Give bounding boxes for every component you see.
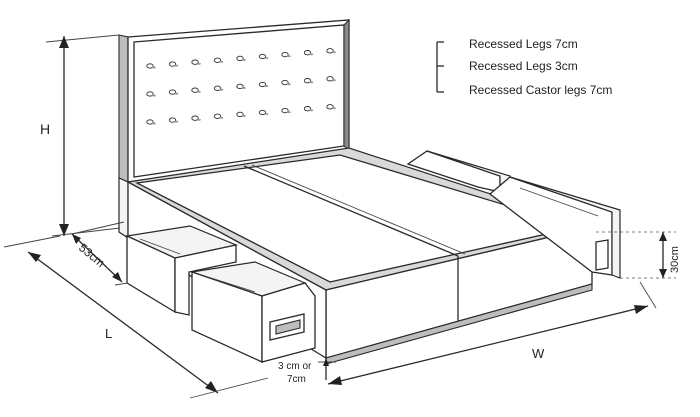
tuft-shadow (264, 113, 269, 115)
tuft-shadow (219, 116, 224, 119)
tuft-shadow (242, 114, 246, 117)
tuft-button (168, 89, 177, 95)
tuft-shadow (197, 118, 201, 121)
width-label: W (532, 346, 545, 361)
leg-height-dimension: 3 cm or 7cm (278, 358, 336, 385)
tuft-button (236, 55, 244, 62)
base-height-label: 30cm (669, 246, 681, 273)
tuft-button (191, 87, 199, 93)
width-dimension: W (327, 281, 657, 385)
tuft-shadow (152, 94, 156, 97)
tuft-shadow (332, 107, 336, 110)
tuft-button (303, 50, 312, 56)
tuft-shadow (264, 57, 269, 59)
left-drawer-front (191, 261, 316, 364)
tuft-shadow (309, 81, 314, 84)
tuft-button (213, 85, 222, 91)
tuft-button (236, 111, 244, 118)
tuft-shadow (309, 53, 314, 56)
tuft-button (281, 79, 289, 86)
tuft-shadow (197, 62, 201, 65)
tuft-shadow (264, 85, 269, 87)
leg-height-line1: 3 cm or (278, 361, 312, 372)
tuft-button (281, 51, 289, 58)
tuft-button (326, 104, 334, 110)
tuft-shadow (174, 120, 179, 123)
tuft-button (146, 91, 154, 97)
tuft-shadow (309, 109, 314, 112)
tuft-shadow (287, 111, 291, 114)
tuft-button (303, 78, 312, 84)
tuft-shadow (197, 90, 201, 93)
right-drawer-front (488, 176, 621, 279)
tuft-shadow (332, 51, 336, 54)
tuft-shadow (287, 83, 291, 86)
tuft-button (236, 83, 244, 90)
tuft-button (191, 59, 199, 65)
drawer-depth-label: 53cm (76, 241, 107, 271)
tuft-button (303, 106, 312, 112)
tuft-shadow (152, 122, 156, 125)
headboard-buttons (146, 48, 336, 125)
tuft-button (146, 63, 154, 69)
tuft-shadow (287, 55, 291, 58)
tuft-button (258, 109, 267, 116)
legend-item-legs-7cm: Recessed Legs 7cm (469, 37, 578, 51)
length-label: L (105, 326, 112, 341)
legend-item-legs-3cm: Recessed Legs 3cm (469, 59, 578, 73)
height-dimension: H (40, 34, 121, 237)
tuft-button (326, 76, 334, 82)
length-dimension: L (3, 235, 269, 399)
leg-options-legend: Recessed Legs 7cm Recessed Legs 3cm Rece… (436, 37, 612, 97)
tuft-button (146, 119, 154, 125)
tuft-button (326, 48, 334, 54)
tuft-button (168, 61, 177, 67)
base-height-dimension: 30cm (596, 231, 681, 279)
leg-height-line2: 7cm (287, 374, 306, 385)
tuft-shadow (174, 92, 179, 95)
tuft-shadow (219, 60, 224, 63)
tuft-button (191, 115, 199, 121)
tuft-shadow (219, 88, 224, 91)
tuft-button (213, 113, 222, 119)
tuft-button (213, 57, 222, 63)
tuft-shadow (174, 64, 179, 67)
tuft-button (281, 107, 289, 114)
height-label: H (40, 121, 50, 137)
tuft-shadow (332, 79, 336, 82)
tuft-shadow (242, 86, 246, 89)
tuft-button (258, 53, 267, 60)
tuft-button (168, 117, 177, 123)
tuft-shadow (152, 66, 156, 69)
headboard (118, 18, 350, 183)
tuft-shadow (242, 58, 246, 61)
left-drawer-back (124, 225, 239, 316)
legend-item-castor-legs-7cm: Recessed Castor legs 7cm (469, 83, 612, 97)
tuft-button (258, 81, 267, 88)
